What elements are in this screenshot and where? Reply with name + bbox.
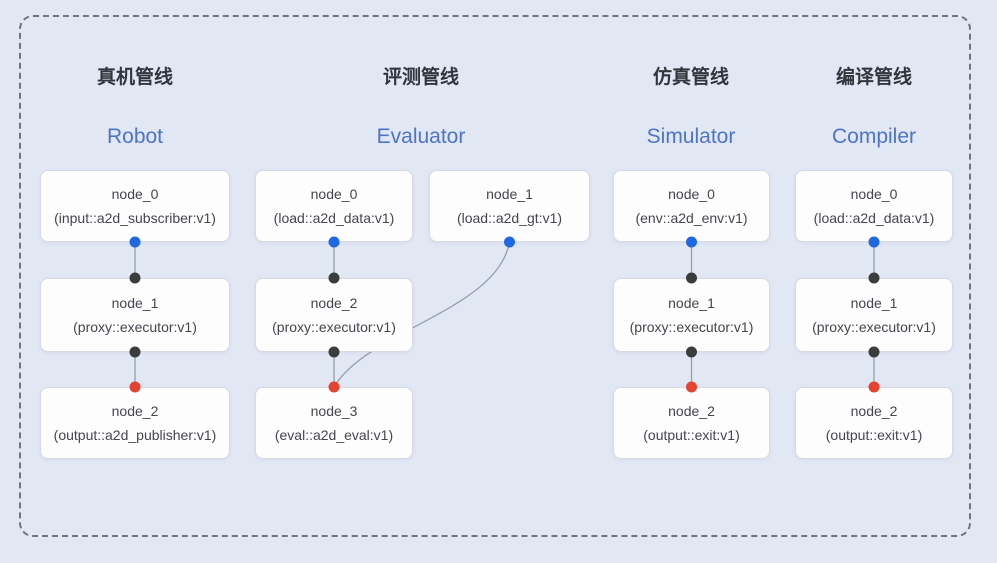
- node-label: node_2: [850, 403, 898, 419]
- node-label: node_0: [850, 186, 898, 202]
- pipeline-title-cn-compiler: 编译管线: [835, 67, 912, 88]
- node-box-eval_node_0[interactable]: node_0(load::a2d_data:v1): [255, 170, 413, 242]
- node-type-label: (proxy::executor:v1): [812, 319, 936, 335]
- pipeline-title-en-robot: Robot: [106, 125, 164, 148]
- node-label: node_0: [668, 186, 715, 202]
- node-type-label: (load::a2d_data:v1): [813, 210, 935, 226]
- node-box-eval_node_2[interactable]: node_2(proxy::executor:v1): [255, 278, 413, 352]
- dashed-frame: [19, 15, 971, 537]
- node-box-sim_node_2[interactable]: node_2(output::exit:v1): [613, 387, 770, 459]
- pipeline-title-cn-simulator: 仿真管线: [652, 67, 729, 88]
- pipeline-title-en-compiler: Compiler: [831, 125, 917, 148]
- node-label: node_2: [668, 403, 715, 419]
- node-type-label: (output::a2d_publisher:v1): [53, 427, 217, 443]
- node-label: node_3: [310, 403, 358, 419]
- node-label: node_0: [310, 186, 358, 202]
- pipeline-title-en-evaluator: Evaluator: [376, 125, 466, 148]
- node-label: node_0: [111, 186, 159, 202]
- pipeline-title-cn-robot: 真机管线: [96, 67, 173, 88]
- node-type-label: (output::exit:v1): [825, 427, 923, 443]
- node-type-label: (load::a2d_gt:v1): [456, 210, 563, 226]
- node-type-label: (proxy::executor:v1): [73, 319, 197, 335]
- node-type-label: (input::a2d_subscriber:v1): [54, 210, 216, 226]
- node-label: node_2: [111, 403, 159, 419]
- node-box-comp_node_2[interactable]: node_2(output::exit:v1): [795, 387, 953, 459]
- node-type-label: (load::a2d_data:v1): [273, 210, 395, 226]
- node-type-label: (eval::a2d_eval:v1): [274, 427, 394, 443]
- node-box-eval_node_1[interactable]: node_1(load::a2d_gt:v1): [429, 170, 590, 242]
- pipeline-title-cn-evaluator: 评测管线: [382, 67, 459, 88]
- node-label: node_2: [310, 295, 358, 311]
- node-box-robot_node_0[interactable]: node_0(input::a2d_subscriber:v1): [40, 170, 230, 242]
- pipeline-title-en-simulator: Simulator: [646, 125, 736, 148]
- node-box-comp_node_0[interactable]: node_0(load::a2d_data:v1): [795, 170, 953, 242]
- node-type-label: (proxy::executor:v1): [272, 319, 396, 335]
- node-label: node_1: [668, 295, 715, 311]
- node-label: node_1: [850, 295, 898, 311]
- node-type-label: (proxy::executor:v1): [629, 319, 754, 335]
- node-box-eval_node_3[interactable]: node_3(eval::a2d_eval:v1): [255, 387, 413, 459]
- node-label: node_1: [111, 295, 159, 311]
- node-box-sim_node_1[interactable]: node_1(proxy::executor:v1): [613, 278, 770, 352]
- node-box-robot_node_1[interactable]: node_1(proxy::executor:v1): [40, 278, 230, 352]
- node-type-label: (output::exit:v1): [643, 427, 740, 443]
- node-type-label: (env::a2d_env:v1): [635, 210, 748, 226]
- node-label: node_1: [486, 186, 533, 202]
- node-box-robot_node_2[interactable]: node_2(output::a2d_publisher:v1): [40, 387, 230, 459]
- node-box-comp_node_1[interactable]: node_1(proxy::executor:v1): [795, 278, 953, 352]
- node-box-sim_node_0[interactable]: node_0(env::a2d_env:v1): [613, 170, 770, 242]
